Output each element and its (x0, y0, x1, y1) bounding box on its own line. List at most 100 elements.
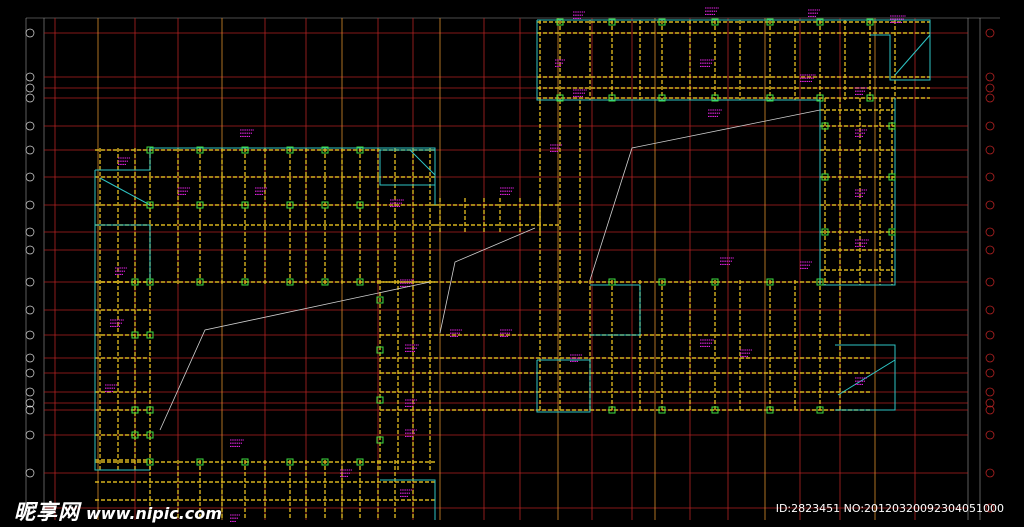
column-square-icon (816, 94, 824, 102)
watermark-logo: 昵享网 www.nipic.com (14, 496, 222, 526)
column-square-icon (196, 278, 204, 286)
column-square-icon (766, 18, 774, 26)
column-square-icon (658, 94, 666, 102)
column-square-icon (146, 201, 154, 209)
axis-bubble-icon (985, 305, 995, 315)
column-square-icon (556, 94, 564, 102)
axis-bubble-icon (25, 353, 35, 363)
leader-line (589, 109, 821, 281)
column-square-icon (196, 201, 204, 209)
axis-bubble-icon (985, 387, 995, 397)
axis-bubble-icon (985, 430, 995, 440)
column-square-icon (286, 278, 294, 286)
columns (131, 18, 896, 466)
axis-bubble-icon (25, 398, 35, 408)
axis-bubble-icon (25, 172, 35, 182)
column-square-icon (146, 331, 154, 339)
column-square-icon (321, 146, 329, 154)
column-square-icon (286, 201, 294, 209)
wall-outline (537, 19, 931, 81)
column-square-icon (816, 406, 824, 414)
axis-bubble-icon (985, 330, 995, 340)
leader-line (439, 227, 536, 334)
wall-outline (835, 344, 896, 411)
column-square-icon (356, 278, 364, 286)
column-square-icon (866, 94, 874, 102)
column-square-icon (196, 146, 204, 154)
wall-outline (536, 359, 591, 413)
wall-outline (380, 479, 436, 520)
column-square-icon (608, 278, 616, 286)
wall-outline (99, 177, 151, 206)
column-square-icon (146, 431, 154, 439)
axis-bubbles (25, 28, 995, 513)
column-square-icon (608, 18, 616, 26)
column-square-icon (241, 146, 249, 154)
column-square-icon (821, 228, 829, 236)
column-square-icon (556, 18, 564, 26)
column-square-icon (356, 146, 364, 154)
beam-annotations (105, 7, 906, 522)
column-square-icon (658, 278, 666, 286)
wall-outline (95, 224, 151, 282)
column-square-icon (321, 278, 329, 286)
column-square-icon (146, 146, 154, 154)
wall-outline (409, 149, 436, 176)
axis-bubble-icon (25, 430, 35, 440)
column-square-icon (321, 201, 329, 209)
axis-bubble-icon (985, 368, 995, 378)
wall-outline (536, 20, 821, 285)
beam-lines (95, 20, 930, 520)
column-square-icon (286, 146, 294, 154)
wall-outlines (94, 19, 931, 520)
column-square-icon (766, 406, 774, 414)
column-square-icon (658, 18, 666, 26)
axis-bubble-icon (25, 405, 35, 415)
leader-line (159, 281, 431, 431)
column-square-icon (356, 458, 364, 466)
axis-bubble-icon (25, 28, 35, 38)
axis-bubble-icon (985, 83, 995, 93)
axis-bubble-icon (25, 93, 35, 103)
wall-outline (820, 98, 896, 286)
leader-lines (159, 109, 821, 431)
column-square-icon (241, 458, 249, 466)
column-square-icon (286, 458, 294, 466)
column-square-icon (146, 458, 154, 466)
axis-bubble-icon (25, 330, 35, 340)
column-square-icon (241, 278, 249, 286)
column-square-icon (146, 406, 154, 414)
axis-bubble-icon (985, 227, 995, 237)
column-square-icon (196, 458, 204, 466)
column-square-icon (608, 406, 616, 414)
column-square-icon (608, 94, 616, 102)
column-square-icon (241, 201, 249, 209)
column-square-icon (131, 431, 139, 439)
axis-bubble-icon (985, 468, 995, 478)
column-square-icon (658, 406, 666, 414)
axis-bubble-icon (25, 387, 35, 397)
column-square-icon (888, 122, 896, 130)
column-square-icon (321, 458, 329, 466)
axis-bubble-icon (985, 172, 995, 182)
wall-outline (894, 34, 931, 76)
axis-bubble-icon (985, 277, 995, 287)
axis-bubble-icon (985, 28, 995, 38)
axis-bubble-icon (25, 245, 35, 255)
axis-bubble-icon (25, 305, 35, 315)
watermark-logo-text: 昵享网 (14, 500, 80, 524)
axis-bubble-icon (985, 200, 995, 210)
axis-bubble-icon (25, 503, 35, 513)
axis-bubble-icon (25, 72, 35, 82)
column-square-icon (766, 278, 774, 286)
axis-bubble-icon (25, 83, 35, 93)
watermark-id: ID:2823451 NO:20120320092304051000 (775, 502, 1004, 515)
column-square-icon (131, 331, 139, 339)
column-square-icon (376, 396, 384, 404)
column-square-icon (711, 278, 719, 286)
drawing-frame (25, 17, 1000, 520)
column-square-icon (766, 94, 774, 102)
axis-bubble-icon (985, 145, 995, 155)
